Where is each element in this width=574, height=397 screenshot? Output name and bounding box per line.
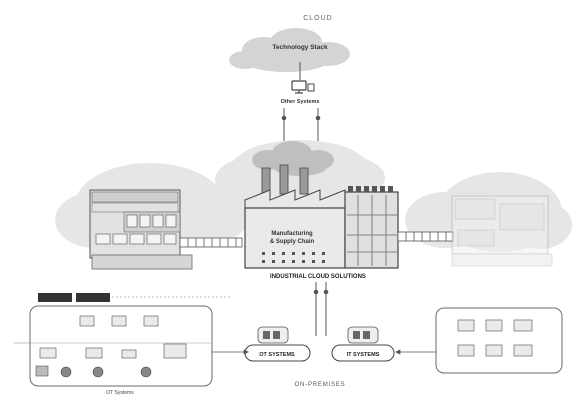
it-to-right-panel-arrow — [395, 349, 436, 355]
ot-systems-panel — [14, 293, 232, 387]
industrial-cloud-solutions-label: INDUSTRIAL CLOUD SOLUTIONS — [270, 274, 366, 280]
it-systems-panel — [435, 307, 563, 374]
left-panel-to-ot-arrow — [212, 349, 249, 355]
it-systems-pill — [331, 326, 395, 362]
left-rail-connector — [179, 237, 243, 248]
factory-label-line-1: Manufacturing — [271, 231, 313, 237]
ot-systems-pill-label: OT SYSTEMS — [259, 352, 295, 358]
factory-label-line-2: & Supply Chain — [270, 239, 315, 245]
other-systems-label: Other Systems — [281, 99, 320, 105]
on-premises-label: ON-PREMISES — [295, 382, 346, 388]
ot-systems-pill — [244, 326, 311, 362]
it-systems-pill-label: IT SYSTEMS — [347, 352, 380, 358]
factory-building — [244, 164, 399, 269]
top-cloud — [229, 28, 350, 72]
factory-to-premises-links — [313, 282, 329, 336]
right-building — [451, 195, 553, 267]
cloud-label: CLOUD — [303, 15, 333, 22]
monitor-icon — [291, 80, 315, 94]
ot-systems-panel-label: OT Systems — [106, 390, 134, 396]
right-rail-connector — [397, 231, 454, 242]
technology-stack-label: Technology Stack — [272, 44, 328, 51]
left-building — [89, 189, 193, 270]
